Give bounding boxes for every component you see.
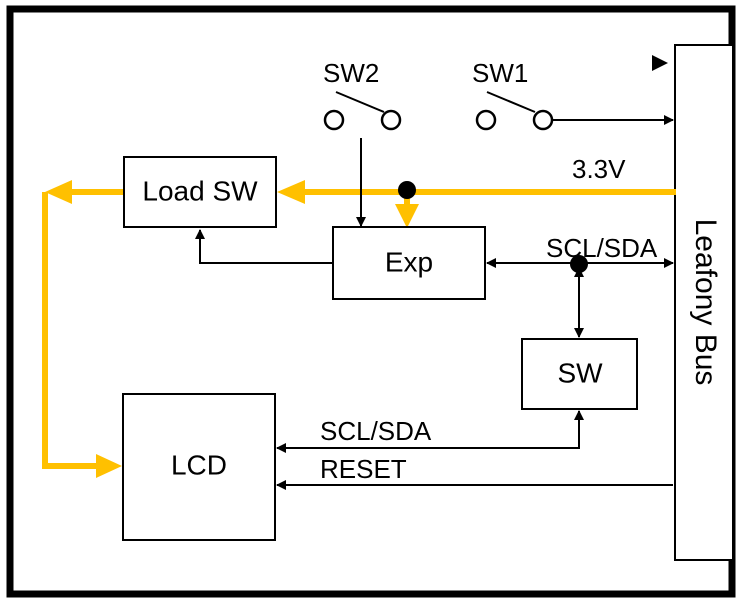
power-arrowhead-to-lcd [96, 454, 122, 478]
i2c-lower-label: SCL/SDA [320, 416, 432, 446]
load-sw-label: Load SW [142, 175, 258, 206]
power-label: 3.3V [572, 154, 626, 184]
switch-sw2 [323, 91, 402, 131]
sw2-right-contact [380, 109, 402, 131]
exp-label: Exp [385, 246, 433, 277]
sw1-right-contact [532, 109, 554, 131]
power-arrowhead-to-exp [395, 204, 419, 228]
sw2-lever [335, 91, 385, 113]
reset-label: RESET [320, 454, 407, 484]
sw1-lever [486, 91, 536, 113]
sw1-left-contact [475, 109, 497, 131]
leafony-bus-bar [674, 44, 734, 561]
switch-sw1 [475, 91, 554, 131]
sw2-left-contact [323, 109, 345, 131]
power-out-arrowhead [45, 180, 72, 204]
exp-to-loadsw-control-wire [195, 229, 333, 264]
bus-top-marker [652, 55, 668, 71]
sw-box [521, 338, 638, 410]
lcd-box [122, 393, 276, 541]
bus-label: Leafony Bus [689, 219, 722, 386]
i2c-upper-label: SCL/SDA [546, 233, 658, 263]
i2c-lower-wire [276, 410, 584, 453]
sw-label: SW [557, 357, 603, 388]
power-junction-dot [398, 181, 416, 199]
outer-frame [6, 5, 736, 598]
power-arrowhead-to-load-sw [277, 180, 305, 204]
sw1-label: SW1 [472, 58, 528, 88]
lcd-label: LCD [171, 449, 227, 480]
sw2-label: SW2 [323, 58, 379, 88]
load-sw-box [123, 156, 277, 228]
power-rail [42, 180, 676, 478]
